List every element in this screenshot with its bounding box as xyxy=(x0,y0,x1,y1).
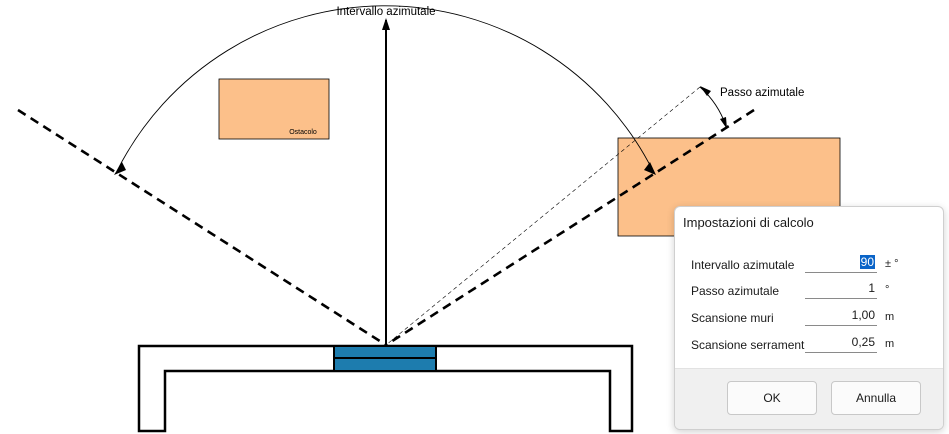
settings-dialog: Impostazioni di calcolo Intervallo azimu… xyxy=(674,206,944,430)
step-line xyxy=(385,86,701,346)
dialog-title: Impostazioni di calcolo xyxy=(683,215,814,230)
obstacle-left xyxy=(218,78,330,140)
step-input[interactable]: 1 xyxy=(805,281,877,299)
ok-button[interactable]: OK xyxy=(727,381,817,415)
label-wall-scan: Scansione muri xyxy=(691,311,774,325)
cancel-button[interactable]: Annulla xyxy=(831,381,921,415)
unit-step: ° xyxy=(885,284,890,296)
interval-input[interactable]: 90 xyxy=(805,255,877,273)
row-step: Passo azimutale 1 ° xyxy=(691,281,931,301)
arrow-step-bottom xyxy=(720,117,727,129)
unit-wall-scan: m xyxy=(885,311,895,323)
arrow-step-top xyxy=(700,86,711,96)
row-wall-scan: Scansione muri 1,00 m xyxy=(691,308,931,328)
unit-window-scan: m xyxy=(885,338,895,350)
label-window-scan: Scansione serramenti xyxy=(691,338,808,352)
unit-interval: ± ° xyxy=(885,258,899,270)
window-scan-input[interactable]: 0,25 xyxy=(805,335,877,353)
arrow-top xyxy=(382,18,390,30)
azimuth-arc xyxy=(116,5,654,172)
interval-label: Intervallo azimutale xyxy=(336,6,435,18)
row-window-scan: Scansione serramenti 0,25 m xyxy=(691,335,931,355)
label-step: Passo azimutale xyxy=(691,284,780,298)
row-interval: Intervallo azimutale 90 ± ° xyxy=(691,255,931,275)
left-limit-line xyxy=(17,108,387,347)
wall-section xyxy=(137,344,634,433)
dialog-footer: OK Annulla xyxy=(675,368,943,429)
arrow-left-arc xyxy=(114,162,126,175)
arrow-right-arc xyxy=(644,162,656,175)
label-interval: Intervallo azimutale xyxy=(691,258,795,272)
step-label: Passo azimutale xyxy=(720,87,804,99)
right-limit-line xyxy=(385,108,755,347)
obstacle-label: Ostacolo xyxy=(289,129,317,136)
wall-scan-input[interactable]: 1,00 xyxy=(805,308,877,326)
